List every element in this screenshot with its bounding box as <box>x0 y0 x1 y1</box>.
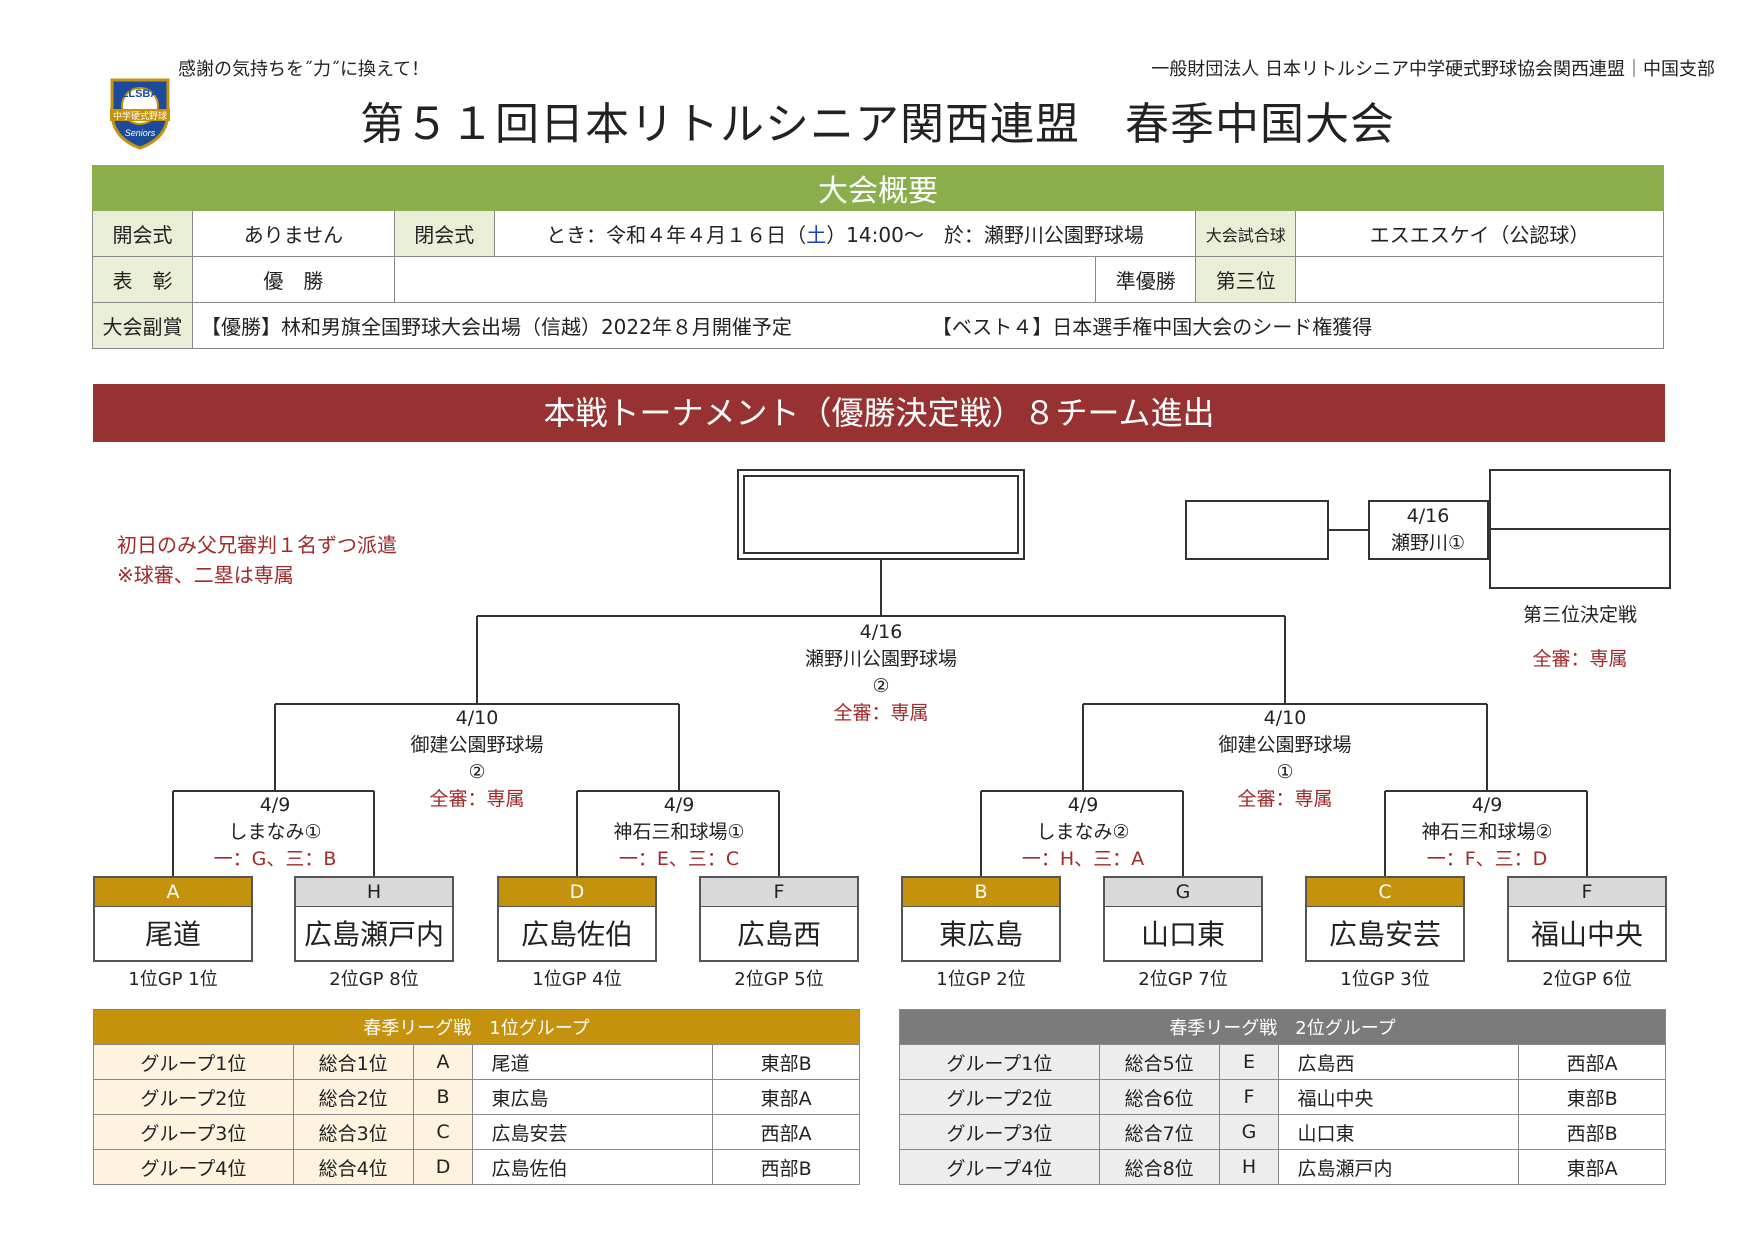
svg-text:中学硬式野球: 中学硬式野球 <box>113 110 167 122</box>
runnerup-label: 準優勝 <box>1095 256 1197 303</box>
quarter-3-info: 4/9 しまなみ② 一：H、三：A <box>1021 794 1145 870</box>
prize-best4: 【ベスト４】日本選手権中国大会のシード権獲得 <box>931 315 1373 339</box>
page-title: 第５１回日本リトルシニア関西連盟 春季中国大会 <box>360 99 1395 150</box>
team-seed: 1位GP 1位 <box>128 969 218 990</box>
league-logo: LLSBA 中学硬式野球 Seniors <box>100 72 180 152</box>
overview-heading: 大会概要 <box>92 165 1664 211</box>
organization-name: 一般財団法人 日本リトルシニア中学硬式野球協会関西連盟｜中国支部 <box>1151 59 1715 80</box>
svg-text:Seniors: Seniors <box>125 128 156 138</box>
tournament-banner: 本戦トーナメント（優勝決定戦）８チーム進出 <box>93 384 1665 442</box>
umpire-note: 初日のみ父兄審判１名ずつ派遣 ※球審、二塁は専属 <box>117 533 397 587</box>
ball-value: エスエスケイ（公認球） <box>1295 210 1664 257</box>
team-seed: 1位GP 4位 <box>532 969 622 990</box>
third-label: 第三位 <box>1195 256 1297 303</box>
third-place-title: 第三位決定戦 <box>1522 604 1638 626</box>
third-place-info: 4/16 瀬野川① <box>1390 505 1466 554</box>
team-seed: 2位GP 5位 <box>734 969 824 990</box>
third-place-umpire: 全審：専属 <box>1532 648 1628 670</box>
overview-table: 大会概要 開会式 ありません 閉会式 とき：令和４年４月１６日（土）14:00～… <box>92 165 1665 349</box>
quarter-4-info: 4/9 神石三和球場② 一：F、三：D <box>1421 794 1553 870</box>
team-seed: 1位GP 3位 <box>1340 969 1430 990</box>
closing-label: 閉会式 <box>393 210 495 257</box>
prize-label: 大会副賞 <box>92 302 193 349</box>
saturday-mark: 土 <box>806 223 827 247</box>
final-info: 4/16 瀬野川公園野球場 ② 全審：専属 <box>804 621 958 724</box>
quarter-2-info: 4/9 神石三和球場① 一：E、三：C <box>613 794 745 870</box>
prize-winner: 【優勝】林和男旗全国野球大会出場（信越）2022年８月開催予定 <box>200 315 792 339</box>
prize-value: 【優勝】林和男旗全国野球大会出場（信越）2022年８月開催予定 【ベスト４】日本選… <box>191 302 1665 349</box>
third-value <box>1295 256 1664 303</box>
team-seed: 2位GP 8位 <box>329 969 419 990</box>
semi-right-info: 4/10 御建公園野球場 ① 全審：専属 <box>1218 707 1352 810</box>
group1-title: 春季リーグ戦 1位グループ <box>93 1009 860 1045</box>
semi-left-info: 4/10 御建公園野球場 ② 全審：専属 <box>410 707 544 810</box>
ball-label: 大会試合球 <box>1195 210 1297 257</box>
team-seed: 1位GP 2位 <box>936 969 1026 990</box>
closing-value: とき：令和４年４月１６日（土）14:00～ 於：瀬野川公園野球場 <box>493 210 1197 257</box>
winner-label: 優 勝 <box>191 256 395 303</box>
team-seed: 2位GP 7位 <box>1138 969 1228 990</box>
group2-title: 春季リーグ戦 2位グループ <box>899 1009 1666 1045</box>
opening-label: 開会式 <box>92 210 193 257</box>
svg-text:LLSBA: LLSBA <box>122 88 159 100</box>
team-seed: 2位GP 6位 <box>1542 969 1632 990</box>
quarter-1-info: 4/9 しまなみ① 一：G、三：B <box>213 794 337 870</box>
award-label: 表 彰 <box>92 256 193 303</box>
winner-value <box>393 256 1097 303</box>
tagline: 感謝の気持ちを˝力˝に換えて！ <box>178 59 430 80</box>
